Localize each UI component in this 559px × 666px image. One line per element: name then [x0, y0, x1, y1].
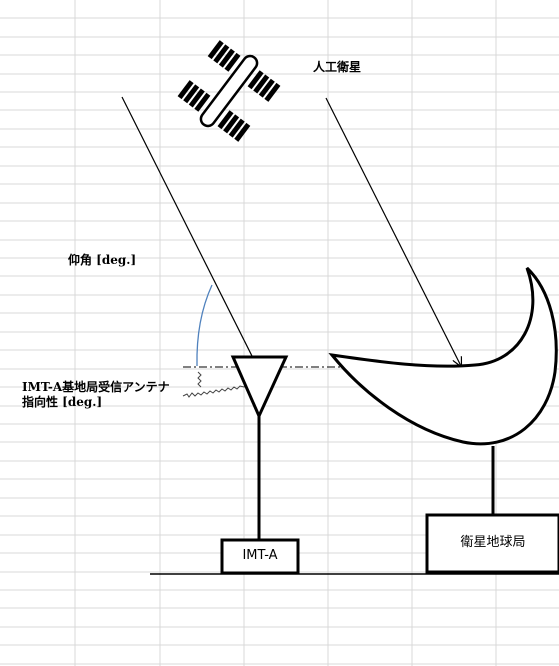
antenna-directivity-label: IMT-A基地局受信アンテナ指向性 [deg.]: [22, 380, 170, 409]
elevation-angle-arc: [196, 284, 213, 367]
earth-station-box: [425, 513, 559, 574]
satellite-label: 人工衛星: [313, 60, 362, 74]
parabolic-dish-icon: [328, 266, 558, 446]
elevation-angle-label: 仰角 [deg.]: [68, 253, 137, 267]
imt-station-box: [220, 538, 300, 575]
satellite-panel-upper: [207, 40, 281, 102]
antenna-directivity-mark: [197, 371, 202, 388]
earth-station-label: 衛星地球局: [460, 535, 526, 550]
satellite-panel-lower: [177, 80, 251, 142]
satellite-icon: [177, 40, 281, 142]
signal-arrow-to-dish: [325, 97, 461, 366]
antenna-directivity-line: [182, 384, 250, 398]
signal-arrow-to-antenna: [121, 96, 257, 366]
triangle-antenna-icon: [230, 355, 289, 420]
imt-station-label: IMT-A: [242, 548, 278, 563]
